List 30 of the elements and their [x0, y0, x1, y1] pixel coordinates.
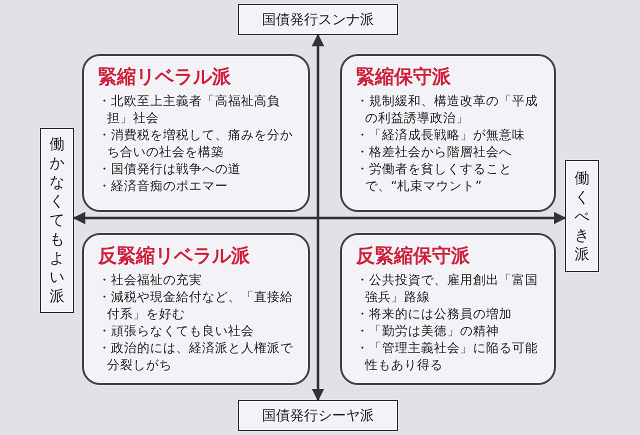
bullet-item: ・「経済成長戦略」が無意味	[356, 126, 526, 143]
axis-label: 働くべき派	[565, 160, 599, 272]
bullet-item: ・将来的には公務員の増加	[356, 305, 513, 322]
double-arrow	[72, 212, 566, 224]
bullet-item: ・経済音痴のポエマー	[98, 177, 229, 194]
bullet-item: ・頑張らなくても良い社会	[98, 322, 255, 339]
double-arrow	[312, 34, 324, 402]
bullet-item: ・政治的には、経済派と人権派で分裂しがち	[98, 339, 294, 373]
bullet-item: ・消費税を増税して、痛みを分かち合いの社会を構築	[98, 126, 294, 160]
quadrant-box	[340, 54, 556, 212]
axis-label: 国債発行スンナ派	[238, 4, 398, 35]
bullet-item: ・「勤労は美徳」の精神	[356, 322, 500, 339]
quadrant-box	[82, 54, 310, 212]
quadrant-box	[340, 233, 556, 385]
quadrant-heading: 反緊縮リベラル派	[98, 244, 251, 269]
quadrant-box	[82, 233, 310, 385]
bullet-item: ・労働者を貧しくすることで、“札束マウント”	[356, 160, 513, 194]
bullet-item: ・公共投資で、雇用創出「富国強兵」路線	[356, 271, 539, 305]
bullet-item: ・国債発行は戦争への道	[98, 160, 242, 177]
axis-label: 国債発行シーヤ派	[238, 400, 398, 431]
bullet-item: ・「管理主義社会」に陥る可能性もあり得る	[356, 339, 539, 373]
quadrant-heading: 緊縮保守派	[356, 65, 452, 90]
bullet-item: ・減税や現金給付など、「直接給付系」を好む	[98, 288, 294, 322]
quadrant-heading: 反緊縮保守派	[356, 244, 471, 269]
bullet-item: ・社会福祉の充実	[98, 271, 203, 288]
bullet-item: ・格差社会から階層社会へ	[356, 143, 513, 160]
bullet-item: ・北欧至上主義者「高福祉高負担」社会	[98, 92, 281, 126]
bullet-item: ・規制緩和、構造改革の「平成の利益誘導政治」	[356, 92, 539, 126]
quadrant-heading: 緊縮リベラル派	[98, 65, 232, 90]
axis-label: 働かなくてもよい派	[40, 128, 74, 313]
